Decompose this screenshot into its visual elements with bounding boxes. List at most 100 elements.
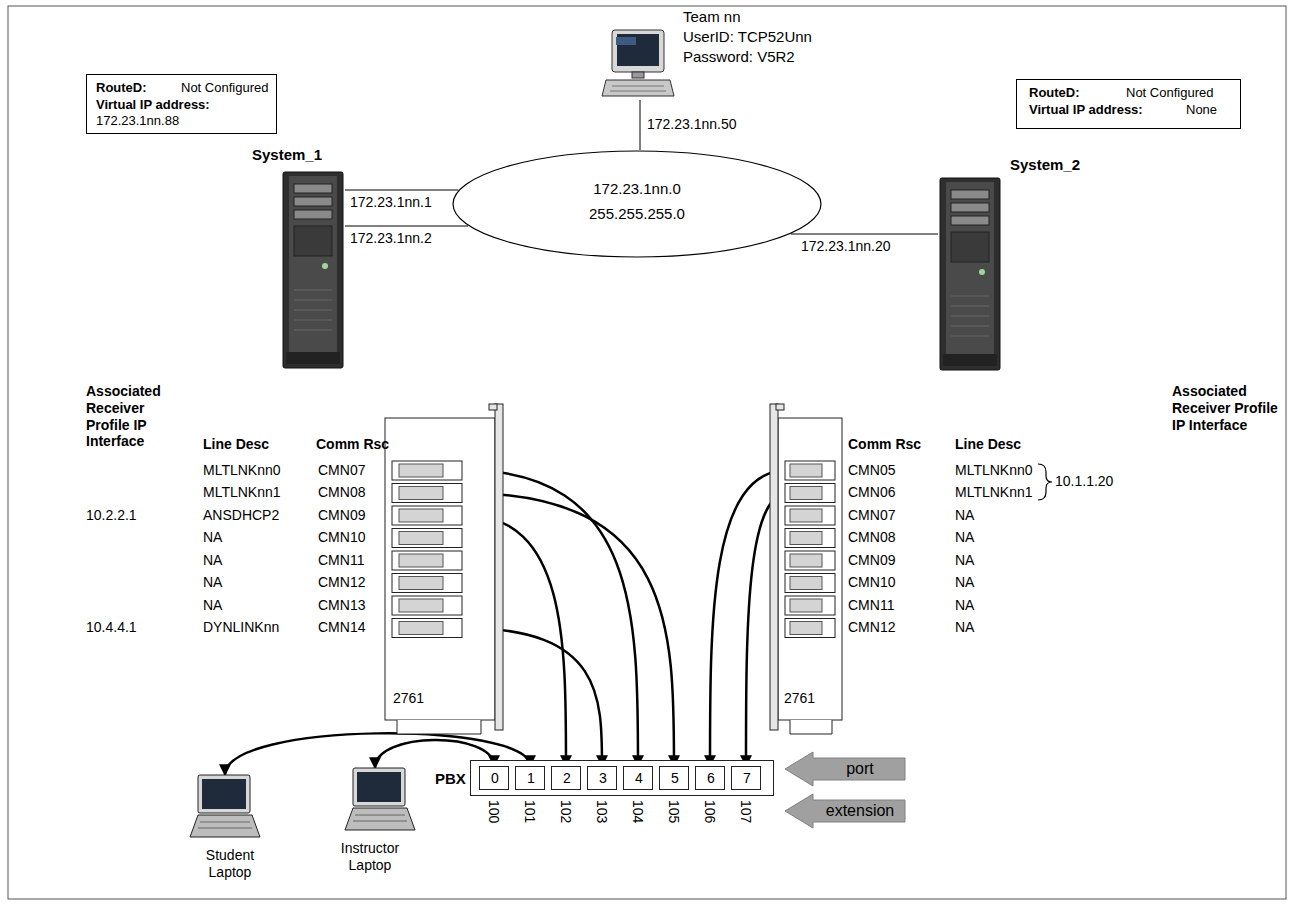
adapter-card: 2761	[770, 418, 842, 720]
table-cell: MLTLNKnn0	[203, 462, 281, 479]
pc-icon-part	[632, 72, 644, 78]
pbx-port: 1	[515, 766, 545, 790]
info-box: RouteD:Not ConfiguredVirtual IP address:…	[1016, 79, 1241, 129]
table-cell: NA	[203, 597, 222, 614]
connector	[791, 234, 938, 235]
server-icon-part	[946, 182, 994, 366]
adapter-card-shape	[770, 418, 842, 720]
text-label: 7	[732, 770, 762, 787]
adapter-card-shape-part	[399, 532, 443, 545]
table-cell: CMN05	[848, 462, 895, 479]
text-label: 2	[552, 770, 582, 787]
server-icon-part	[951, 203, 989, 212]
laptop-shape-part	[202, 779, 246, 809]
table-cell: MLTLNKnn1	[203, 484, 281, 501]
adapter-card-shape-part	[399, 554, 443, 567]
text-label: Team nn	[683, 8, 741, 26]
table-cell: NA	[203, 574, 222, 591]
text-label: UserID: TCP52Unn	[683, 28, 812, 46]
text-label: Not Configured	[1126, 85, 1213, 101]
connector	[345, 226, 468, 227]
network-ellipse-shape	[452, 150, 822, 258]
adapter-card-shape-part	[785, 506, 835, 525]
laptop: Instructor Laptop	[320, 768, 420, 883]
laptop-shape-part	[198, 775, 250, 813]
server-icon-part	[294, 210, 332, 219]
ip-address-label: 172.23.1nn.50	[646, 116, 738, 133]
table-cell: MLTLNKnn1	[955, 484, 1033, 501]
adapter-card-shape-part	[399, 464, 443, 477]
server-icon-part	[294, 300, 332, 301]
adapter-card-shape-part	[776, 404, 784, 410]
page-frame	[8, 6, 1286, 899]
pc-icon-part	[612, 30, 664, 72]
server-icon-part	[283, 172, 343, 368]
extension-number: 104	[629, 800, 646, 823]
network-ellipse-shape-part	[453, 151, 821, 257]
adapter-card-shape-part	[778, 418, 842, 720]
server-icon-part	[951, 232, 989, 262]
server: System_1	[250, 146, 345, 370]
info-box: RouteD:Not ConfiguredVirtual IP address:…	[86, 74, 277, 134]
adapter-card-shape-part	[392, 506, 462, 525]
adapter-card-shape-part	[790, 554, 822, 567]
server-icon-part	[951, 216, 989, 225]
text-label: None	[1186, 102, 1217, 118]
table-cell: CMN12	[848, 619, 895, 636]
pointer-arrow: port	[785, 752, 905, 786]
table-cell: NA	[203, 552, 222, 569]
table-cell: NA	[955, 574, 974, 591]
table-cell: CMN06	[848, 484, 895, 501]
text-label: Password: V5R2	[683, 48, 795, 66]
pbx: PBX01234567	[470, 760, 774, 796]
adapter-card-shape-part	[392, 484, 462, 503]
table-cell: 10.1.1.20	[1055, 473, 1113, 490]
adapter-card-shape-part	[790, 622, 822, 635]
text-label: RouteD:	[96, 80, 147, 96]
table-cell: NA	[955, 597, 974, 614]
adapter-card-shape-part	[785, 619, 835, 638]
extension-number: 102	[557, 800, 574, 823]
pbx-port: 2	[551, 766, 581, 790]
table-cell: CMN07	[848, 507, 895, 524]
adapter-card-shape-part	[385, 418, 495, 720]
pbx-port: 3	[587, 766, 617, 790]
adapter-card-shape-part	[790, 577, 822, 590]
server-icon-part	[289, 176, 337, 364]
server-icon-part	[943, 354, 997, 366]
extension-number: 100	[485, 800, 502, 823]
server-icon-part	[294, 197, 332, 206]
table-cell: Line Desc	[955, 436, 1021, 453]
text-label: 172.23.1nn.88	[96, 113, 179, 129]
text-label: 6	[696, 770, 726, 787]
server-icon-part	[951, 190, 989, 199]
adapter-card-shape-part	[399, 577, 443, 590]
server-icon	[940, 178, 1000, 370]
adapter-card-shape-part	[790, 487, 822, 500]
laptop-shape-part	[198, 828, 252, 829]
text-label: 1	[516, 770, 546, 787]
table-cell: 10.2.2.1	[86, 507, 137, 524]
pbx-port: 0	[479, 766, 509, 790]
text-label: 4	[624, 770, 654, 787]
table-cell: CMN10	[318, 529, 365, 546]
adapter-card-shape-part	[399, 509, 443, 522]
table-cell: NA	[955, 619, 974, 636]
laptop-shape-part	[200, 822, 250, 823]
text-label: System_2	[1010, 156, 1080, 174]
table-cell: CMN09	[848, 552, 895, 569]
pointer-arrow: extension	[785, 794, 905, 828]
text-label: 2761	[784, 690, 815, 707]
table-cell: NA	[203, 529, 222, 546]
laptop-shape-part	[190, 815, 260, 837]
text-label: Virtual IP address:	[96, 97, 210, 113]
table-cell: Comm Rsc	[848, 436, 921, 453]
pc-icon-part	[612, 86, 664, 87]
table-cell: MLTLNKnn0	[955, 462, 1033, 479]
server-icon-part	[322, 263, 328, 269]
adapter-card-shape-part	[392, 619, 462, 638]
adapter-card-shape-part	[790, 720, 832, 734]
adapter-card-shape-part	[392, 596, 462, 615]
brace	[1038, 464, 1052, 500]
